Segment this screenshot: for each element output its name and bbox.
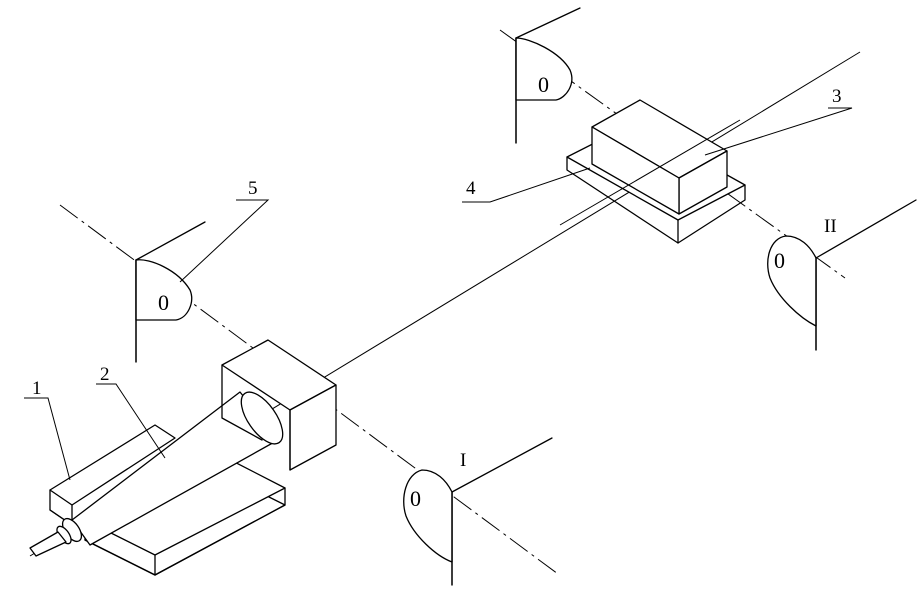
axis-through-workpiece: [559, 119, 741, 226]
laser-body: [49, 424, 176, 526]
workpiece-block: [591, 99, 728, 215]
mirror-top-assembly: [515, 7, 581, 144]
label-part-2: 2: [100, 364, 110, 385]
label-part-1: 1: [32, 378, 42, 399]
leader-lines: [24, 107, 853, 481]
mirror-mark-left: 0: [158, 290, 169, 315]
beam-expander-cone: [29, 391, 284, 557]
label-part-5: 5: [248, 178, 258, 199]
label-station-i: I: [460, 450, 466, 471]
mirror-5-assembly: [135, 221, 206, 363]
mirror-mark-top: 0: [538, 72, 549, 97]
label-part-3: 3: [832, 86, 842, 107]
mirror-mark-station-i: 0: [410, 486, 421, 511]
label-station-ii: II: [824, 216, 837, 237]
mount-block: [221, 339, 337, 471]
station-ii-mirror: [767, 199, 917, 351]
label-part-4: 4: [466, 178, 476, 199]
mirror-mark-station-ii: 0: [774, 248, 785, 273]
station-i-mirror: [403, 437, 553, 586]
